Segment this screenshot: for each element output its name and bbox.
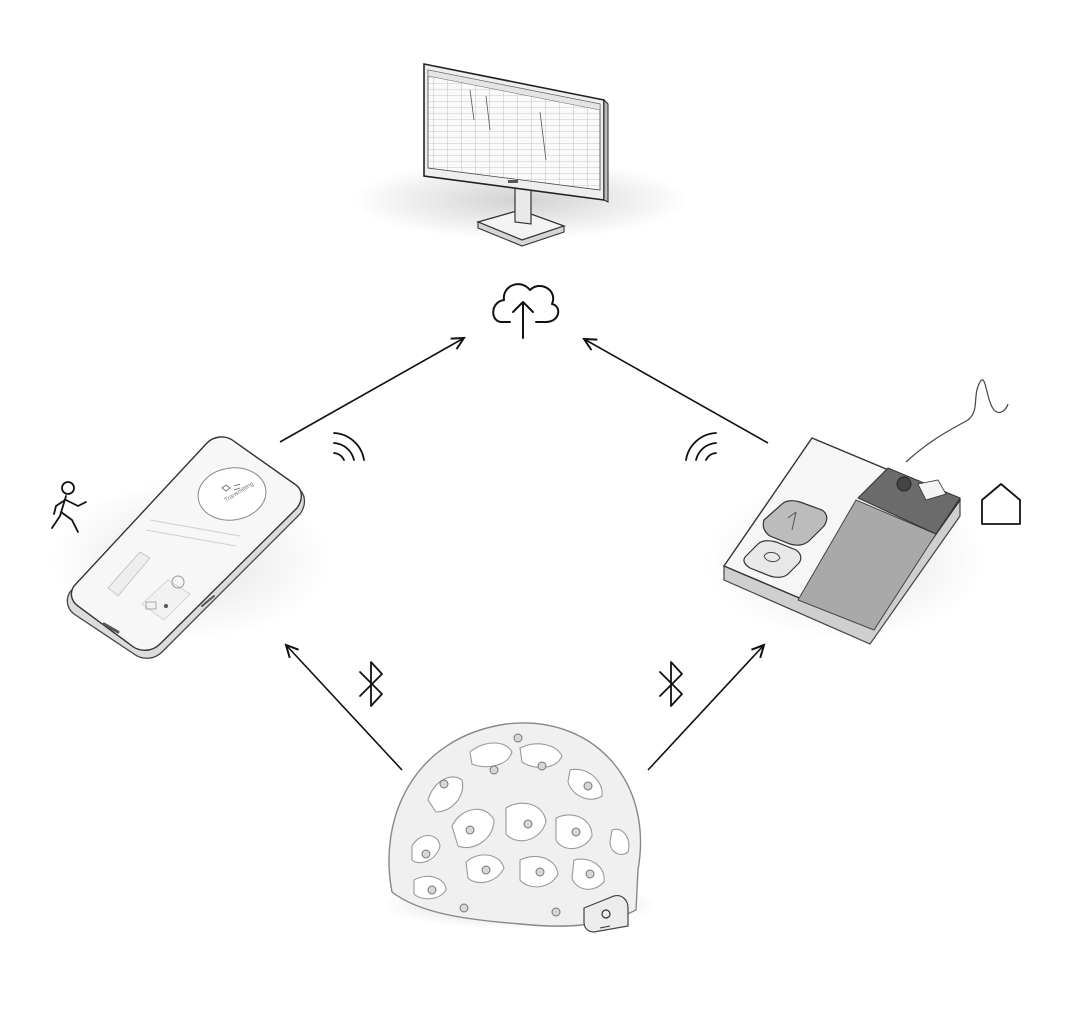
charging-dock-icon xyxy=(705,379,1009,645)
cloud-upload-icon xyxy=(492,283,560,339)
wifi-signal-icon xyxy=(333,432,365,461)
home-icon xyxy=(981,483,1021,525)
bluetooth-icon xyxy=(359,661,383,707)
link-phone-to-cloud xyxy=(279,338,464,443)
link-dock-to-cloud xyxy=(584,339,769,444)
link-headset-to-phone xyxy=(286,645,403,771)
bluetooth-icon xyxy=(659,661,683,707)
wifi-signal-icon xyxy=(685,432,717,461)
desktop-monitor-icon xyxy=(350,63,690,247)
smartphone-icon: Transmitting xyxy=(50,436,330,659)
link-headset-to-dock xyxy=(647,645,764,771)
eeg-cap-icon xyxy=(380,722,660,933)
